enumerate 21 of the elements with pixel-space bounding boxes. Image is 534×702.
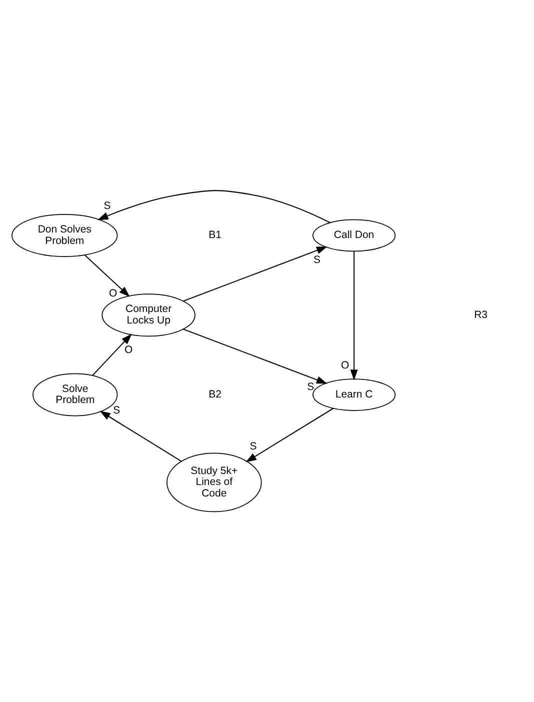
edge-label: S [104, 200, 111, 212]
node-ellipse: Don Solves Problem [12, 214, 118, 257]
arrow [84, 254, 130, 297]
edge-label: O [340, 360, 350, 372]
edge-label: O [124, 345, 133, 356]
node-ellipse: Learn C [312, 378, 396, 411]
edge-label: S [307, 382, 314, 393]
arrow [350, 251, 358, 380]
arrow [246, 408, 334, 462]
arrow [183, 328, 328, 384]
edge-label: S [314, 254, 321, 266]
label: B1 [208, 230, 222, 242]
label: R3 [474, 310, 488, 321]
edge-label: S [250, 442, 257, 453]
node-ellipse: Call Don [312, 219, 396, 252]
arrow [183, 246, 328, 302]
arrow [100, 410, 182, 462]
arrow [92, 334, 132, 376]
edge-label: S [113, 405, 120, 416]
arrow [97, 190, 330, 224]
label: B2 [208, 389, 222, 400]
